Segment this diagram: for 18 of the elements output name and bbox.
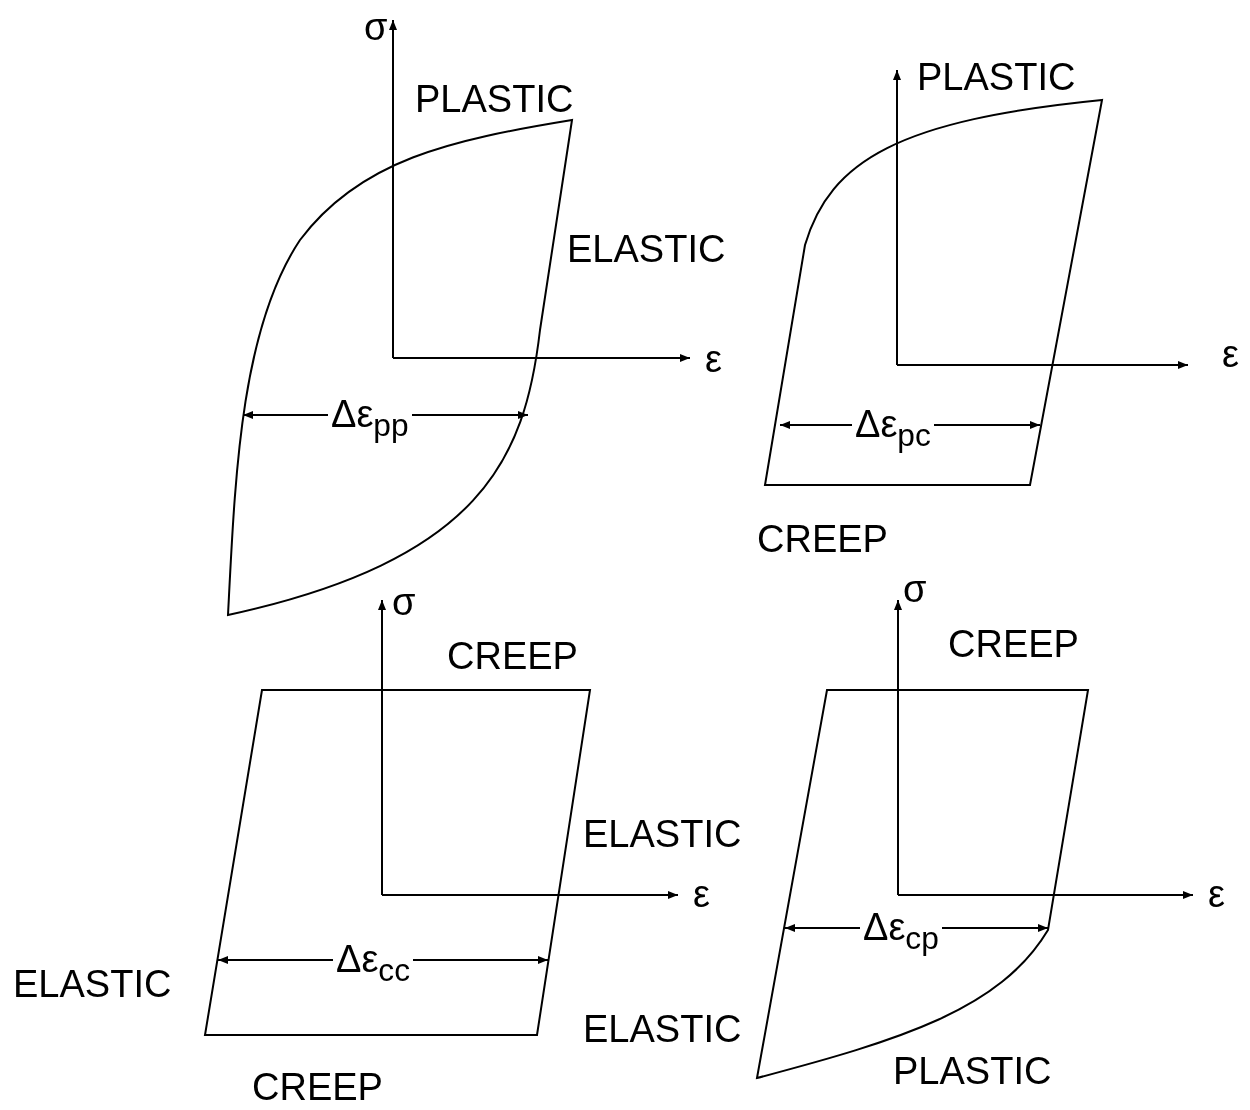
- region-label: ELASTIC: [567, 230, 726, 268]
- axis-label: σ: [903, 570, 927, 608]
- region-label: CREEP: [948, 625, 1079, 663]
- axis-label: σ: [364, 8, 388, 46]
- region-label: CREEP: [252, 1068, 383, 1106]
- region-label: ELASTIC: [13, 965, 172, 1003]
- axis-label: σ: [392, 583, 416, 621]
- region-label: ELASTIC: [583, 815, 742, 853]
- region-label: PLASTIC: [415, 80, 574, 118]
- region-label: ELASTIC: [583, 1010, 742, 1048]
- axis-label: ε: [1222, 335, 1239, 373]
- region-label: CREEP: [757, 520, 888, 558]
- axis-label: ε: [693, 875, 710, 913]
- axis-label: ε: [705, 340, 722, 378]
- region-label: PLASTIC: [893, 1052, 1052, 1090]
- axis-label: ε: [1208, 875, 1225, 913]
- region-label: PLASTIC: [917, 58, 1076, 96]
- region-label: CREEP: [447, 637, 578, 675]
